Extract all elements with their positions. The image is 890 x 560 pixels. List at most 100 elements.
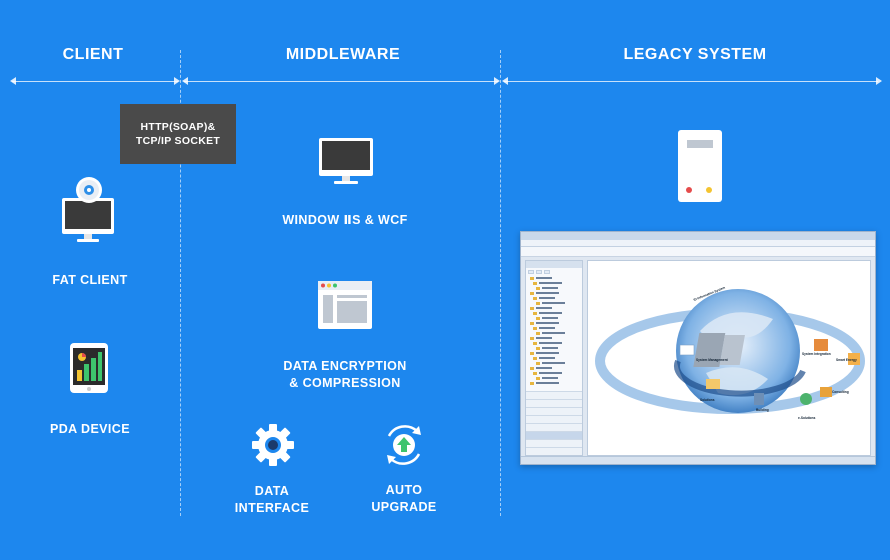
sidebar-menu-row xyxy=(526,447,582,455)
svg-text:Solutions: Solutions xyxy=(700,398,715,402)
folder-icon xyxy=(530,366,534,370)
middleware-range-line xyxy=(184,81,498,82)
sidebar-tree-row xyxy=(526,306,582,311)
folder-icon xyxy=(536,316,540,320)
folder-icon xyxy=(530,306,534,310)
encryption-line2: & COMPRESSION xyxy=(289,376,401,390)
sidebar-tree-row xyxy=(526,326,582,331)
cd-disc-icon xyxy=(76,177,102,203)
encryption-line1: DATA ENCRYPTION xyxy=(283,359,407,373)
sidebar-tree-row xyxy=(526,376,582,381)
folder-icon xyxy=(533,326,537,330)
auto-upgrade-line1: AUTO xyxy=(385,483,423,497)
protocol-line1: HTTP(SOAP)& xyxy=(140,121,216,133)
folder-icon xyxy=(530,336,534,340)
legacy-window-sidebar xyxy=(525,260,583,456)
diagram-node-system-integration: System Integration xyxy=(802,339,831,356)
data-interface-line1: DATA xyxy=(254,484,290,498)
fat-client-monitor-icon xyxy=(62,177,114,242)
sidebar-tree xyxy=(526,276,582,386)
auto-upgrade-label: AUTO UPGRADE xyxy=(354,482,454,516)
legacy-app-window: ID Information System System Management … xyxy=(520,231,876,465)
pda-device-label: PDA DEVICE xyxy=(50,422,130,436)
folder-icon xyxy=(533,371,537,375)
folder-icon xyxy=(533,356,537,360)
sidebar-tree-row xyxy=(526,371,582,376)
sidebar-tree-row xyxy=(526,281,582,286)
folder-icon xyxy=(536,331,540,335)
folder-icon xyxy=(530,381,534,385)
sidebar-tabs xyxy=(526,268,582,276)
sidebar-tree-row xyxy=(526,276,582,281)
sidebar-tree-row xyxy=(526,321,582,326)
sidebar-tree-row xyxy=(526,331,582,336)
tablet-chart-icon xyxy=(70,343,108,393)
column-title-legacy: LEGACY SYSTEM xyxy=(623,46,767,63)
upgrade-cycle-icon xyxy=(387,425,421,465)
client-range-arrow-left xyxy=(10,77,16,85)
sidebar-tree-row xyxy=(526,301,582,306)
folder-icon xyxy=(530,351,534,355)
folder-icon xyxy=(533,281,537,285)
column-title-middleware: MIDDLEWARE xyxy=(285,46,401,63)
sidebar-tree-row xyxy=(526,311,582,316)
middleware-range-arrow-right xyxy=(494,77,500,85)
sidebar-menu-row xyxy=(526,415,582,423)
diagram-node-consulting: Consulting xyxy=(820,387,849,397)
folder-icon xyxy=(530,276,534,280)
folder-icon xyxy=(536,346,540,350)
sidebar-menu-row xyxy=(526,431,582,439)
sidebar-tree-row xyxy=(526,356,582,361)
folder-icon xyxy=(530,291,534,295)
server-icon xyxy=(678,130,722,202)
sidebar-menu-row xyxy=(526,399,582,407)
diagram-node-building: Building xyxy=(754,393,769,412)
fat-client-label: FAT CLIENT xyxy=(52,273,128,287)
sidebar-tree-row xyxy=(526,341,582,346)
auto-upgrade-line2: UPGRADE xyxy=(371,500,437,514)
window-iis-label: WINDOW ⅡS & WCF xyxy=(282,213,408,227)
client-range-arrow-right xyxy=(174,77,180,85)
client-range-line xyxy=(12,81,178,82)
sidebar-tree-row xyxy=(526,381,582,386)
svg-text:System Integration: System Integration xyxy=(802,352,831,356)
sidebar-tree-row xyxy=(526,346,582,351)
separator-client-middleware xyxy=(180,50,181,516)
legacy-window-menubar xyxy=(521,240,875,247)
svg-text:e-Solutions: e-Solutions xyxy=(798,416,816,420)
browser-window-icon xyxy=(318,281,372,329)
svg-text:Consulting: Consulting xyxy=(832,390,849,394)
sidebar-header xyxy=(526,261,582,268)
encryption-label: DATA ENCRYPTION & COMPRESSION xyxy=(250,358,440,392)
folder-icon xyxy=(536,301,540,305)
sidebar-tree-row xyxy=(526,316,582,321)
svg-text:Building: Building xyxy=(756,408,769,412)
svg-text:System Management: System Management xyxy=(696,358,729,362)
protocol-line2: TCP/IP SOCKET xyxy=(135,135,221,147)
folder-icon xyxy=(533,296,537,300)
gear-icon xyxy=(252,424,294,466)
sidebar-menu-row xyxy=(526,407,582,415)
legacy-range-line xyxy=(504,81,878,82)
separator-middleware-legacy xyxy=(500,50,501,516)
sidebar-tree-row xyxy=(526,361,582,366)
folder-icon xyxy=(533,341,537,345)
protocol-box: HTTP(SOAP)& TCP/IP SOCKET xyxy=(120,104,236,164)
sidebar-menu-row xyxy=(526,439,582,447)
sidebar-tree-row xyxy=(526,291,582,296)
diagram-node-smart-energy: Smart Energy xyxy=(836,353,860,365)
sidebar-tree-row xyxy=(526,296,582,301)
diagram-node-system-management: System Management xyxy=(679,344,729,362)
legacy-window-main: ID Information System System Management … xyxy=(587,260,871,456)
folder-icon xyxy=(530,321,534,325)
sidebar-menu-list xyxy=(526,391,582,455)
sidebar-tree-row xyxy=(526,351,582,356)
id-information-system-diagram: ID Information System System Management … xyxy=(595,285,865,420)
legacy-range-arrow-right xyxy=(876,77,882,85)
legacy-range-arrow-left xyxy=(502,77,508,85)
sidebar-tree-row xyxy=(526,286,582,291)
folder-icon xyxy=(536,361,540,365)
diagram-node-solutions: Solutions xyxy=(700,379,720,402)
folder-icon xyxy=(536,376,540,380)
middleware-range-arrow-left xyxy=(182,77,188,85)
